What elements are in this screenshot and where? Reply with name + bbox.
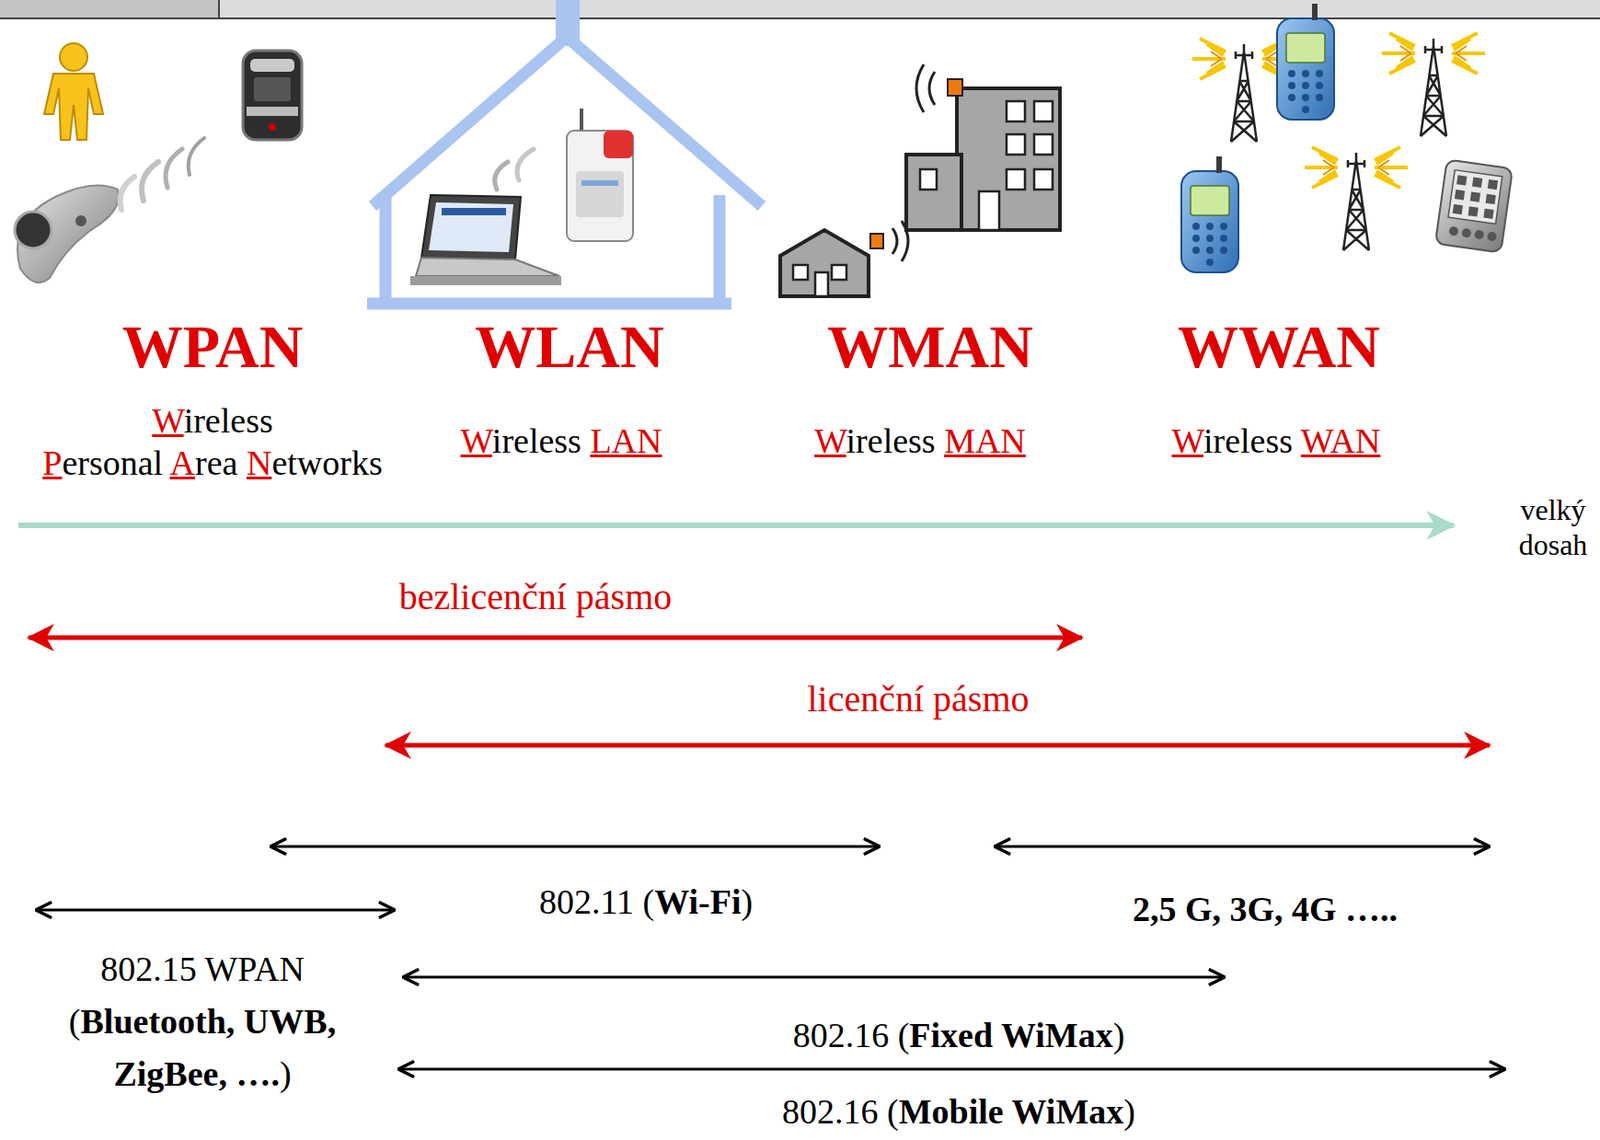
small-house bbox=[780, 220, 909, 297]
wpan-range-arrow bbox=[35, 909, 395, 912]
text-run: ) bbox=[279, 1054, 292, 1094]
band-label: licenční pásmo bbox=[806, 677, 1029, 722]
text-run bbox=[992, 1015, 1002, 1055]
network-type-name: Wireless WAN bbox=[1172, 420, 1382, 463]
text-run: N bbox=[246, 443, 272, 483]
text-run: ( bbox=[897, 1015, 910, 1055]
text-run: Wi-Fi bbox=[654, 882, 741, 921]
building-antenna bbox=[916, 64, 963, 113]
text-run: ) bbox=[740, 882, 753, 921]
text-run: WiMax bbox=[1012, 1092, 1125, 1131]
laptop bbox=[410, 195, 562, 286]
text-run: Bluetooth, bbox=[80, 1001, 236, 1041]
text-run bbox=[234, 1001, 244, 1041]
text-run bbox=[196, 949, 206, 989]
standard-label: 802.16 (Mobile WiMax) bbox=[782, 1091, 1136, 1134]
text-run: ireless bbox=[1203, 421, 1293, 461]
text-run: 802.16 bbox=[782, 1092, 879, 1131]
wifi-range-arrow bbox=[270, 845, 880, 849]
text-run: A bbox=[170, 443, 196, 483]
text-run: ireless bbox=[184, 401, 274, 440]
headset bbox=[14, 185, 119, 284]
text-run bbox=[878, 1092, 888, 1131]
text-run bbox=[1003, 1092, 1013, 1131]
standard-label: 802.16 (Fixed WiMax) bbox=[793, 1014, 1126, 1058]
cellular-range-arrow bbox=[994, 845, 1490, 849]
network-type-heading: WLAN bbox=[474, 310, 664, 383]
text-run: W bbox=[460, 421, 492, 461]
network-type-name: Wireless LAN bbox=[460, 420, 662, 463]
text-run: 802.15 bbox=[100, 949, 197, 989]
text-run: Fixed bbox=[909, 1015, 993, 1055]
text-run: ( bbox=[886, 1092, 899, 1131]
text-run: WPAN bbox=[204, 949, 304, 989]
text-run bbox=[935, 421, 945, 461]
text-run: 802.16 bbox=[793, 1015, 890, 1055]
axis-label: velký dosah bbox=[1512, 492, 1594, 564]
pda bbox=[1435, 159, 1513, 253]
text-run bbox=[633, 882, 644, 921]
slide-header-bar bbox=[0, 0, 1600, 19]
unlicensed-band-arrow bbox=[28, 635, 1083, 641]
network-type-heading: WWAN bbox=[1177, 310, 1381, 383]
wifi-router bbox=[566, 108, 634, 242]
text-run: …. bbox=[235, 1054, 280, 1094]
wlan-waves bbox=[494, 149, 534, 190]
text-run: UWB, bbox=[243, 1001, 336, 1041]
text-run: rea bbox=[195, 443, 238, 483]
network-type-name: Wireless Personal Area Networks bbox=[42, 400, 382, 484]
text-run: ireless bbox=[492, 421, 582, 461]
text-run bbox=[162, 443, 170, 483]
mobile-phones bbox=[1181, 3, 1335, 273]
text-run: W bbox=[1172, 421, 1204, 461]
text-run: P bbox=[42, 443, 62, 483]
text-run: ( bbox=[69, 1001, 81, 1041]
network-type-name: Wireless MAN bbox=[814, 420, 1026, 463]
person-figure bbox=[44, 43, 104, 140]
house-outline bbox=[367, 0, 762, 304]
office-building bbox=[906, 88, 1060, 231]
text-run bbox=[888, 1015, 898, 1055]
text-run bbox=[237, 443, 247, 483]
standard-label: 802.15 WPAN (Bluetooth, UWB, ZigBee, ….) bbox=[36, 943, 369, 1101]
licensed-band-arrow bbox=[385, 743, 1490, 749]
text-run: MAN bbox=[943, 421, 1026, 461]
text-run: WAN bbox=[1300, 421, 1382, 461]
standard-label: 802.11 (Wi-Fi) bbox=[539, 881, 753, 924]
text-run: Mobile bbox=[898, 1092, 1004, 1131]
mobile-wimax-arrow bbox=[398, 1068, 1506, 1071]
text-run: ) bbox=[1113, 1015, 1126, 1055]
flip-phone bbox=[242, 50, 302, 140]
network-type-heading: WMAN bbox=[827, 310, 1034, 383]
standard-label: 2,5 G, 3G, 4G ….. bbox=[1132, 888, 1398, 932]
fixed-wimax-arrow bbox=[402, 976, 1225, 979]
text-run: etworks bbox=[271, 443, 382, 483]
text-run: ( bbox=[642, 882, 655, 921]
text-run: ) bbox=[1123, 1092, 1136, 1131]
text-run bbox=[581, 421, 591, 461]
network-type-heading: WPAN bbox=[122, 310, 304, 383]
text-run: ersonal bbox=[61, 443, 163, 483]
text-run: W bbox=[151, 401, 184, 440]
text-run: LAN bbox=[589, 421, 662, 461]
text-run: 802.11 bbox=[539, 882, 634, 921]
text-run bbox=[1292, 421, 1301, 461]
text-run bbox=[227, 1054, 237, 1094]
text-run: WiMax bbox=[1001, 1015, 1114, 1055]
text-run: ireless bbox=[846, 421, 936, 461]
radio-waves bbox=[120, 138, 205, 210]
text-run: ZigBee, bbox=[113, 1054, 227, 1094]
band-label: bezlicenční pásmo bbox=[399, 575, 673, 620]
text-run: W bbox=[814, 421, 846, 461]
range-axis-arrow bbox=[18, 522, 1454, 529]
